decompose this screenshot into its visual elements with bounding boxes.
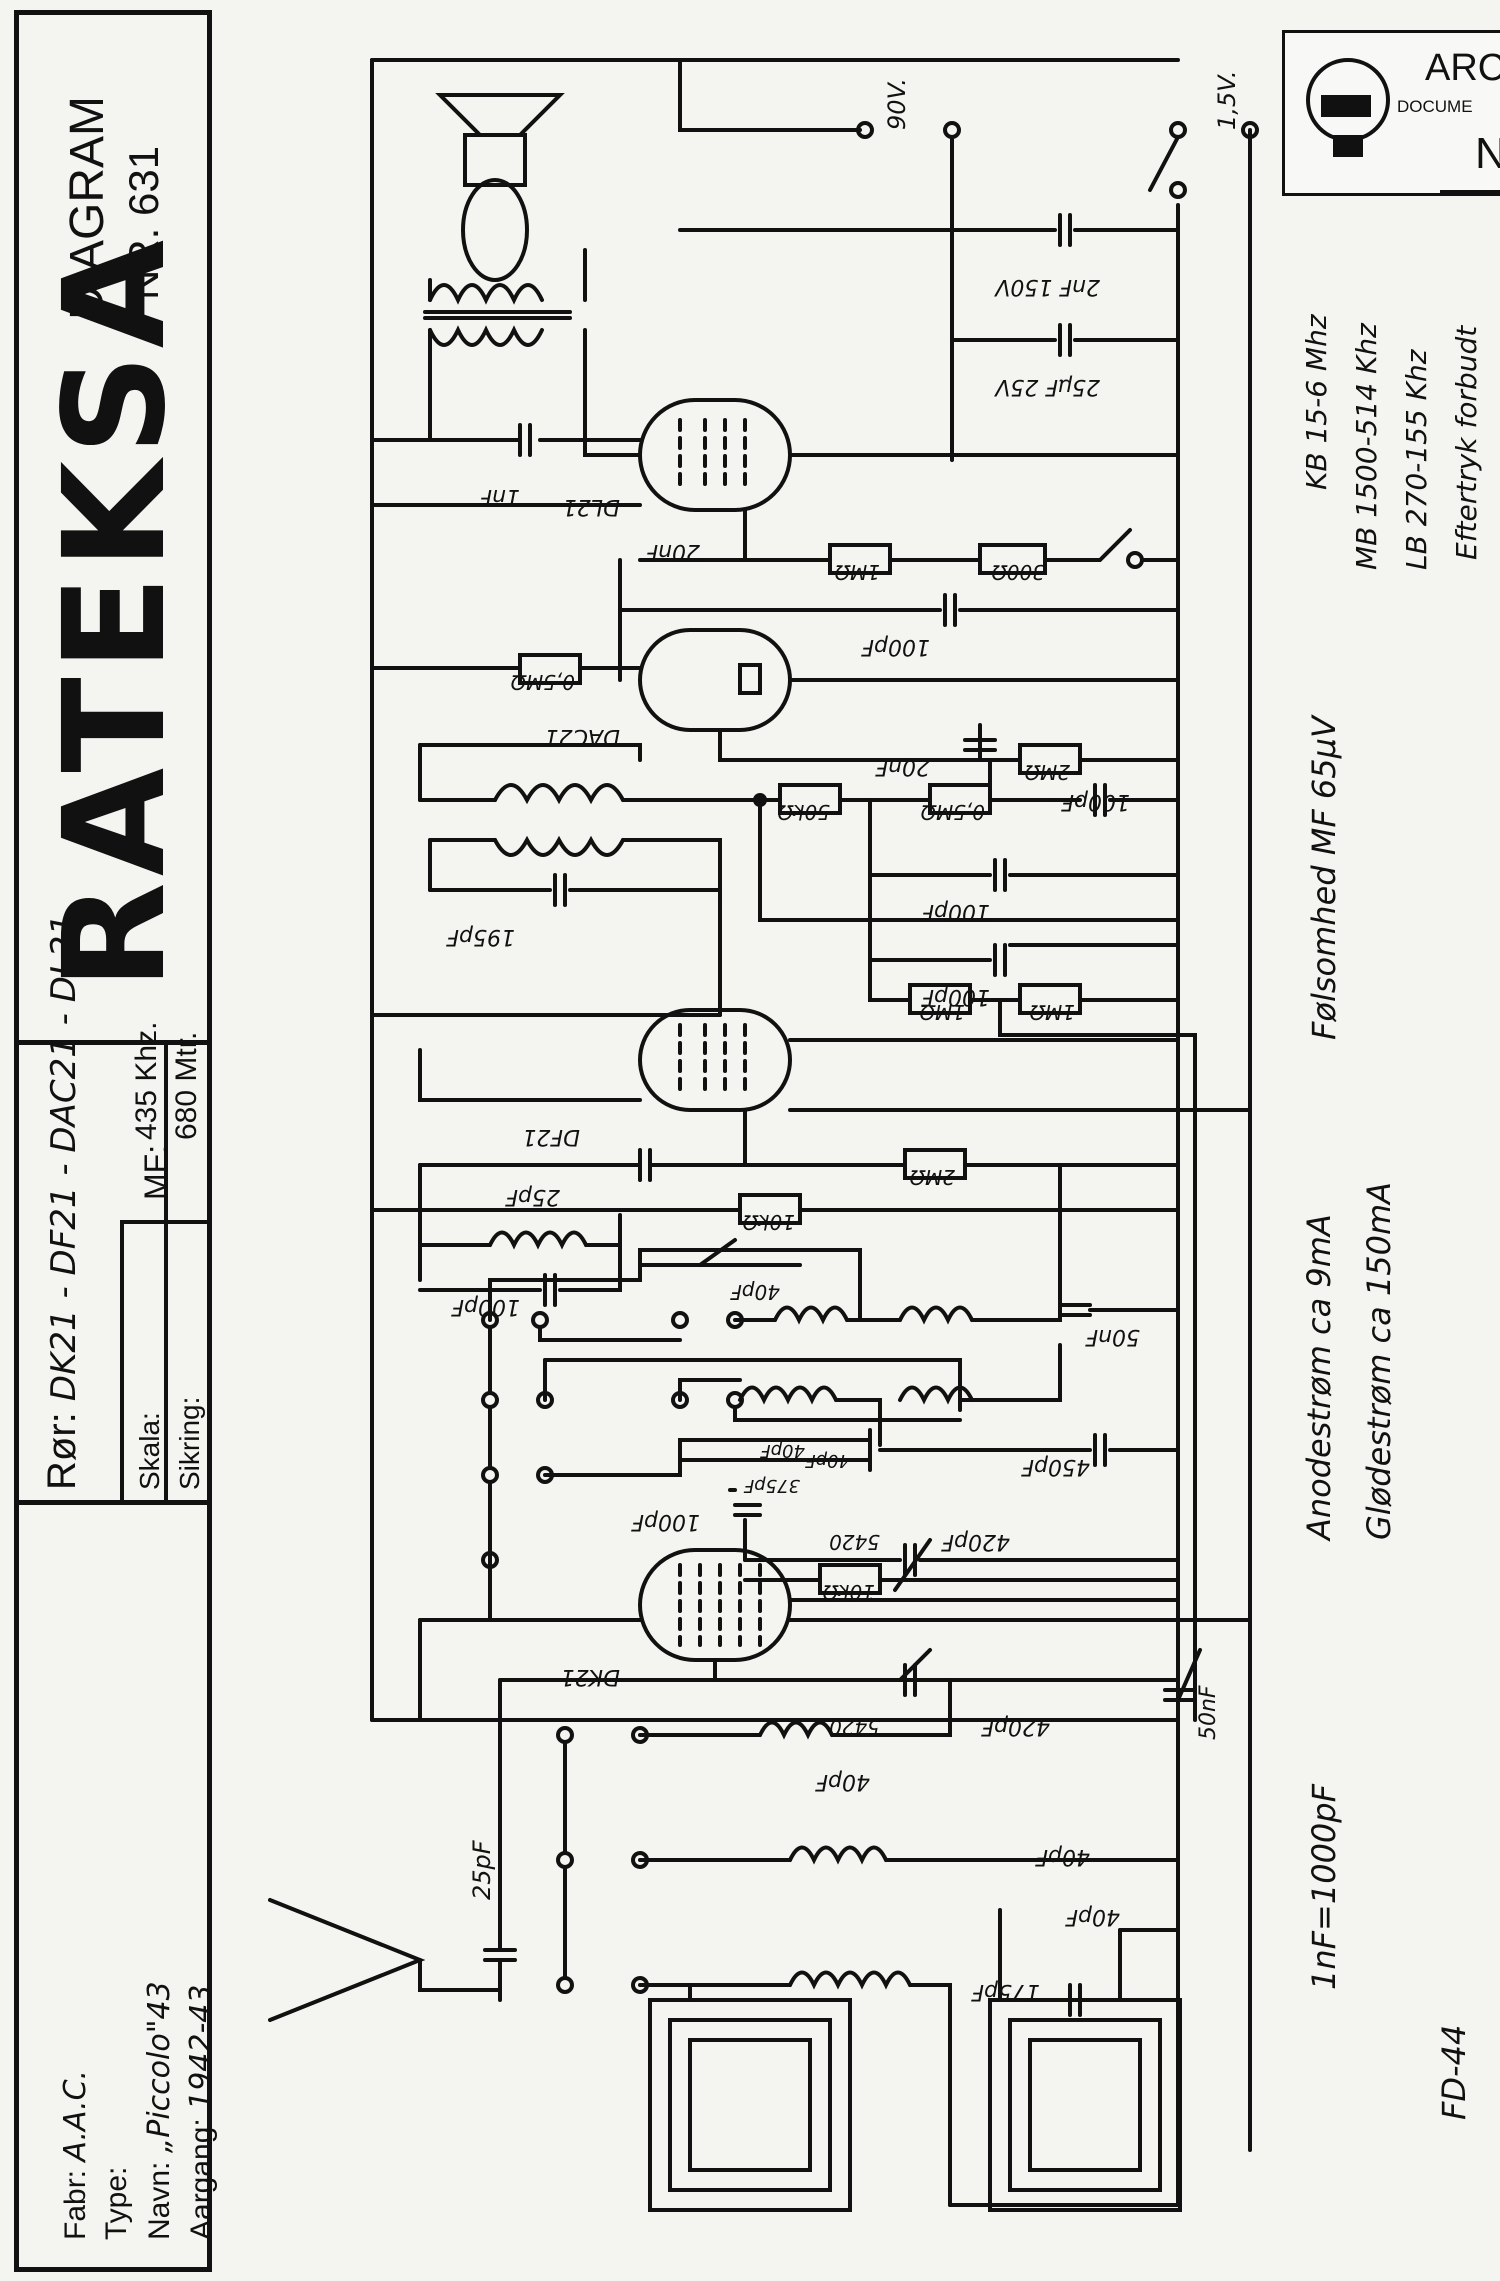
svg-text:50nF: 50nF — [1196, 1685, 1221, 1740]
speaker-icon — [435, 93, 565, 137]
svg-text:10kΩ: 10kΩ — [822, 1580, 875, 1604]
svg-text:40pF: 40pF — [760, 1440, 805, 1461]
svg-text:300Ω: 300Ω — [991, 560, 1045, 584]
divider — [120, 1220, 212, 1224]
svg-text:2MΩ: 2MΩ — [1024, 760, 1070, 784]
svg-text:420pF: 420pF — [941, 1529, 1010, 1554]
svg-text:100pF: 100pF — [921, 984, 990, 1009]
right-top-line — [1440, 190, 1500, 194]
svg-text:40pF: 40pF — [1065, 1904, 1120, 1929]
svg-text:DK21: DK21 — [561, 1664, 620, 1689]
archive-stamp: ARC DOCUME N — [1282, 30, 1500, 196]
svg-text:100pF: 100pF — [921, 899, 990, 924]
svg-text:100pF: 100pF — [451, 1294, 520, 1319]
divider — [164, 1045, 168, 1502]
svg-text:375pF: 375pF — [743, 1475, 800, 1496]
svg-text:25pF: 25pF — [468, 1839, 496, 1900]
svg-text:1MΩ: 1MΩ — [1029, 1000, 1075, 1024]
svg-text:10kΩ: 10kΩ — [742, 1210, 795, 1234]
tube-dl21 — [638, 398, 792, 512]
svg-text:DL21: DL21 — [563, 494, 620, 519]
frame-antenna-1 — [648, 1998, 852, 2212]
svg-text:50kΩ: 50kΩ — [777, 800, 830, 824]
svg-text:50nF: 50nF — [1085, 1324, 1140, 1349]
divider — [120, 1220, 124, 1502]
svg-text:0,5MΩ: 0,5MΩ — [920, 800, 985, 824]
svg-text:90V.: 90V. — [883, 78, 911, 130]
stamp-emblem — [1306, 58, 1390, 157]
svg-text:420pF: 420pF — [981, 1714, 1050, 1739]
divider — [14, 1040, 212, 1045]
tube-dk21 — [638, 1548, 792, 1662]
frame-antenna-2 — [988, 1998, 1182, 2212]
svg-text:2nF 150V: 2nF 150V — [993, 274, 1100, 299]
title-column-frame — [14, 10, 212, 2272]
svg-text:40pF: 40pF — [1035, 1844, 1090, 1869]
svg-text:195pF: 195pF — [446, 924, 515, 949]
svg-text:100pF: 100pF — [631, 1509, 700, 1534]
svg-text:1,5V.: 1,5V. — [1213, 71, 1241, 130]
svg-text:20nF: 20nF — [645, 539, 700, 564]
svg-text:40pF: 40pF — [730, 1280, 780, 1304]
svg-text:DAC21: DAC21 — [545, 724, 620, 749]
svg-text:40pF: 40pF — [805, 1450, 850, 1471]
svg-text:DF21: DF21 — [522, 1124, 580, 1149]
svg-text:1nF: 1nF — [479, 484, 520, 509]
tube-df21 — [638, 1008, 792, 1112]
svg-text:5420: 5420 — [829, 1530, 880, 1554]
terminal-90v — [856, 121, 874, 139]
svg-text:25pF: 25pF — [505, 1184, 560, 1209]
svg-text:175pF: 175pF — [971, 1979, 1040, 2004]
tube-dac21 — [638, 628, 792, 732]
svg-text:25μF 25V: 25μF 25V — [993, 374, 1100, 399]
svg-text:450pF: 450pF — [1021, 1454, 1090, 1479]
svg-text:1MΩ: 1MΩ — [834, 560, 880, 584]
stamp-text-3: N — [1475, 129, 1500, 179]
svg-text:1MΩ: 1MΩ — [919, 1000, 965, 1024]
svg-text:0,5MΩ: 0,5MΩ — [510, 670, 575, 694]
stamp-text-2: DOCUME — [1397, 97, 1473, 116]
divider — [14, 1500, 212, 1505]
svg-text:2MΩ: 2MΩ — [909, 1165, 955, 1189]
stamp-text-1: ARC — [1425, 47, 1500, 89]
svg-text:40pF: 40pF — [815, 1769, 870, 1794]
svg-text:100pF: 100pF — [861, 634, 930, 659]
svg-text:100pF: 100pF — [1061, 789, 1130, 814]
svg-text:20nF: 20nF — [875, 754, 930, 779]
svg-text:5420: 5420 — [829, 1715, 880, 1739]
